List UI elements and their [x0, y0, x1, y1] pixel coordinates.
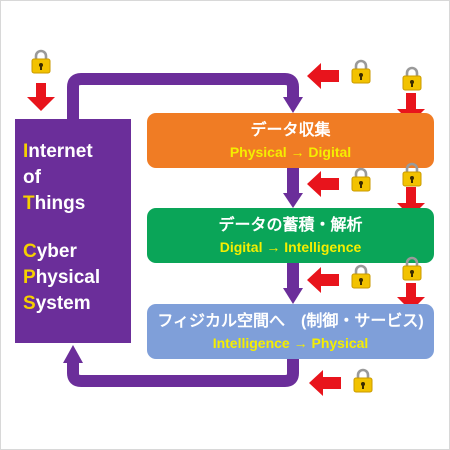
padlock-icon [31, 49, 51, 74]
padlock-icon [351, 264, 371, 289]
red-arrow-left-icon [309, 370, 341, 396]
iot-cps-panel: Internet of Things Cyber Physical System [15, 119, 131, 343]
panel-line-things: Things [23, 193, 86, 214]
padlock-icon [402, 162, 422, 187]
stage-physical-control: フィジカル空間へ (制御・サービス) Intelligence → Physic… [147, 304, 434, 359]
padlock-icon [353, 368, 373, 393]
stage-title: フィジカル空間へ (制御・サービス) [157, 313, 424, 330]
padlock-icon [402, 256, 422, 281]
panel-line-system: System [23, 293, 91, 314]
red-arrow-left-icon [307, 267, 339, 293]
panel-line-internet: Internet [23, 141, 93, 162]
flow-arrow-bottom [67, 358, 299, 387]
stage-title: データ収集 [250, 122, 331, 139]
stage-subtitle: Intelligence → Physical [212, 335, 369, 351]
stage-title: データの蓄積・解析 [218, 217, 363, 234]
padlock-icon [351, 167, 371, 192]
flow-arrowhead-bottom [63, 345, 83, 363]
stage-data-analysis: データの蓄積・解析 Digital → Intelligence [147, 208, 434, 263]
stage-data-collection: データ収集 Physical → Digital [147, 113, 434, 168]
padlock-icon [402, 66, 422, 91]
padlock-icon [351, 59, 371, 84]
flow-arrow-mid-1 [287, 167, 299, 195]
flow-arrow-mid-2 [287, 262, 299, 290]
red-arrow-left-icon [307, 63, 339, 89]
red-arrow-left-icon [307, 171, 339, 197]
flow-arrow-top [67, 73, 299, 119]
panel-line-physical: Physical [23, 267, 101, 288]
panel-line-of: of [23, 167, 41, 188]
stage-subtitle: Physical → Digital [229, 144, 352, 160]
stage-subtitle: Digital → Intelligence [219, 239, 362, 255]
flow-arrowhead-top [283, 97, 303, 113]
flow-arrowhead-mid-2 [283, 288, 303, 304]
flow-arrowhead-mid-1 [283, 193, 303, 208]
red-arrow-down-icon [27, 83, 55, 111]
panel-line-cyber: Cyber [23, 241, 77, 262]
